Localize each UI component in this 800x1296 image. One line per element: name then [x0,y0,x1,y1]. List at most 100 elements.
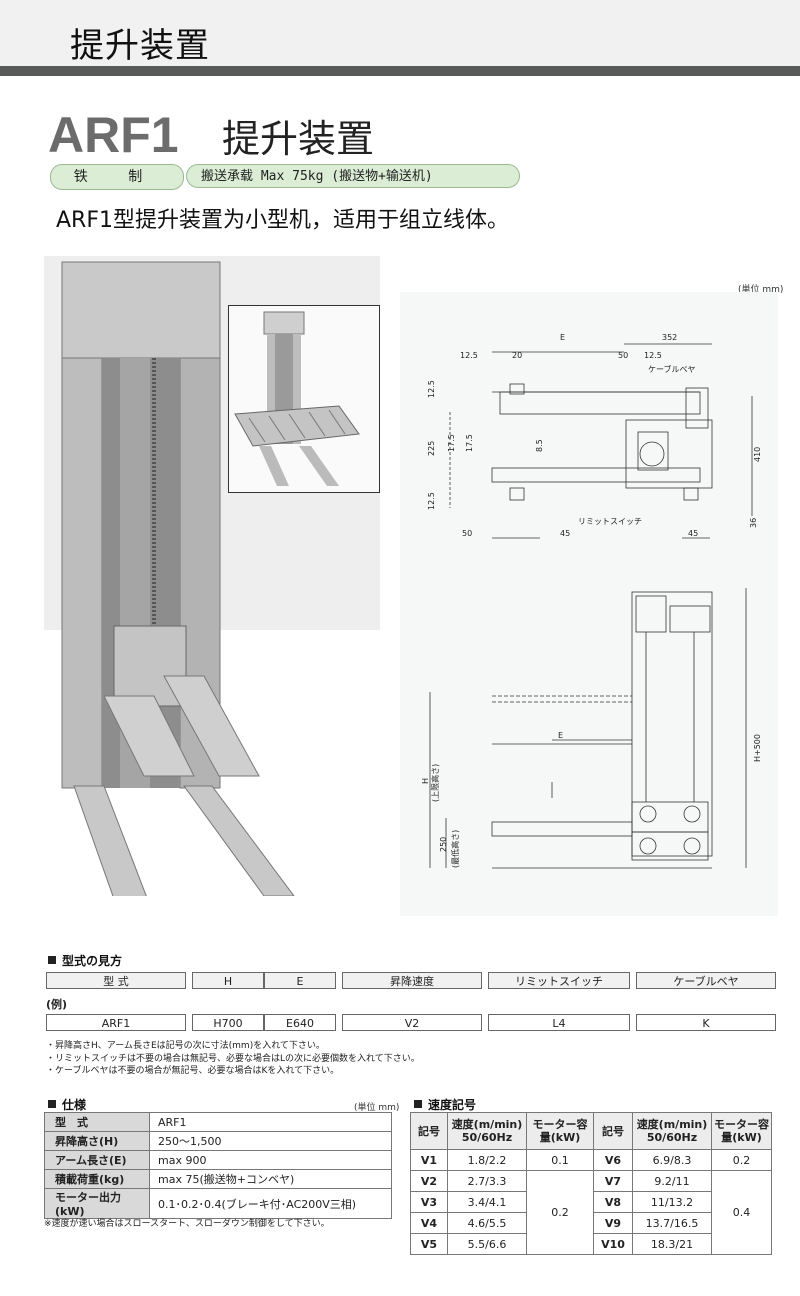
table-row: V5 5.5/6.6 V10 18.3/21 [410,1233,772,1255]
example-type: ARF1 [46,1014,186,1031]
speed-code: V9 [593,1212,633,1234]
motor-capacity: 0.2 [526,1170,594,1255]
technical-drawing: E 352 12.5 20 50 12.5 12.5 225 17.5 17.5… [400,292,778,916]
code-header-type: 型 式 [46,972,186,989]
speed-header: 記号 [593,1112,633,1150]
dim-352: 352 [662,333,677,342]
speed-value: 1.8/2.2 [447,1149,527,1171]
speed-value: 5.5/6.6 [447,1233,527,1255]
section-square-icon [48,1100,56,1108]
model-code-title: 型式の見方 [48,952,122,969]
dim-8-5: 8.5 [535,439,544,452]
speed-code: V10 [593,1233,633,1255]
speed-code: V2 [410,1170,448,1192]
section-square-icon [414,1100,422,1108]
spec-key: 積載荷重(kg) [44,1169,150,1189]
example-cable: K [636,1014,776,1031]
code-header-speed: 昇降速度 [342,972,482,989]
table-row: 昇降高さ(H)250〜1,500 [44,1131,392,1151]
header-title: 提升装置 [70,26,210,66]
speed-value: 13.7/16.5 [632,1212,712,1234]
section-square-icon [48,956,56,964]
speed-title: 速度記号 [414,1096,476,1113]
code-header-h: H [192,972,264,989]
spec-title: 仕様 [48,1096,86,1113]
dim-e-top: E [560,333,565,342]
load-tag: 搬送承载 Max 75kg (搬送物+输送机) [186,164,520,188]
table-row: モーター出力(kW)0.1･0.2･0.4(ブレーキ付･AC200V三相) [44,1188,392,1219]
header-bar [0,0,800,76]
note-line: ・リミットスイッチは不要の場合は無記号、必要な場合はLの次に必要個数を入れて下さ… [46,1053,420,1064]
dim-45-a: 45 [560,529,570,538]
spec-value: 0.1･0.2･0.4(ブレーキ付･AC200V三相) [149,1188,392,1219]
lifter-illustration [61,261,295,917]
table-row: V2 2.7/3.3 0.2 V7 9.2/11 0.4 [410,1170,772,1255]
note-line: ・昇降高さH、アーム長さEは記号の次に寸法(mm)を入れて下さい。 [46,1041,325,1051]
speed-code: V1 [410,1149,448,1171]
dim-h: H [421,778,430,784]
dim-17-5-b: 17.5 [465,434,474,452]
speed-value: 6.9/8.3 [632,1149,712,1171]
dim-36: 36 [749,518,758,528]
dim-250: 250 [439,837,448,852]
dim-50-b: 50 [462,529,472,538]
header-band [0,66,800,76]
example-h: H700 [192,1014,264,1031]
note-line: ・ケーブルベヤは不要の場合が無記号、必要な場合はKを入れて下さい。 [46,1066,340,1076]
inset-photo [228,305,380,493]
code-header-limit: リミットスイッチ [488,972,630,989]
table-row: 積載荷重(kg)max 75(搬送物+コンベヤ) [44,1169,392,1189]
dim-20: 20 [512,351,522,360]
dim-225: 225 [427,441,436,456]
table-row: V1 1.8/2.2 0.1 V6 6.9/8.3 0.2 [410,1149,772,1171]
dim-h-upper: (上限高さ) [430,764,440,802]
dim-45-b: 45 [688,529,698,538]
speed-value: 2.7/3.3 [447,1170,527,1192]
speed-code: V3 [410,1191,448,1213]
speed-code: V8 [593,1191,633,1213]
speed-header: 速度(m/min) 50/60Hz [447,1112,527,1150]
spec-key: アーム長さ(E) [44,1150,150,1170]
example-label: (例) [46,998,68,1011]
motor-capacity: 0.1 [526,1149,594,1171]
dim-12-5-a: 12.5 [460,351,478,360]
speed-value: 18.3/21 [632,1233,712,1255]
speed-header: 速度(m/min) 50/60Hz [632,1112,712,1150]
dim-50-a: 50 [618,351,628,360]
dim-e-side: E [558,731,563,740]
spec-value: max 900 [149,1150,392,1170]
speed-value: 3.4/4.1 [447,1191,527,1213]
spec-note: ※速度が速い場合はスロースタート、スローダウン制御をして下さい。 [44,1219,330,1229]
spec-key: 昇降高さ(H) [44,1131,150,1151]
product-name: 提升装置 [222,117,375,161]
motor-capacity: 0.2 [711,1149,772,1171]
example-limit: L4 [488,1014,630,1031]
spec-unit: (単位 mm) [354,1103,400,1113]
code-header-cable: ケーブルベヤ [636,972,776,989]
table-header-row: 記号 速度(m/min) 50/60Hz モーター容量(kW) 記号 速度(m/… [410,1112,772,1150]
spec-key: モーター出力(kW) [44,1188,150,1219]
dim-250-lower: (最低高さ) [450,830,460,868]
material-tag: 铁 制 [50,164,184,190]
speed-header: 記号 [410,1112,448,1150]
dim-12-5-b: 12.5 [644,351,662,360]
dim-h-plus-500: H+500 [753,734,762,762]
speed-code: V7 [593,1170,633,1192]
speed-header: モーター容量(kW) [711,1112,772,1150]
code-header-e: E [264,972,336,989]
dim-12-5-d: 12.5 [427,492,436,510]
spec-key: 型 式 [44,1112,150,1132]
speed-code: V5 [410,1233,448,1255]
example-speed: V2 [342,1014,482,1031]
table-row: アーム長さ(E)max 900 [44,1150,392,1170]
dim-12-5-c: 12.5 [427,380,436,398]
inset-illustration [234,311,360,486]
speed-value: 4.6/5.5 [447,1212,527,1234]
callout-cable-bear: ケーブルベヤ [648,364,696,374]
intro-text: ARF1型提升装置为小型机，适用于组立线体。 [56,208,509,233]
speed-code: V6 [593,1149,633,1171]
speed-code: V4 [410,1212,448,1234]
speed-table: 記号 速度(m/min) 50/60Hz モーター容量(kW) 記号 速度(m/… [410,1112,772,1255]
